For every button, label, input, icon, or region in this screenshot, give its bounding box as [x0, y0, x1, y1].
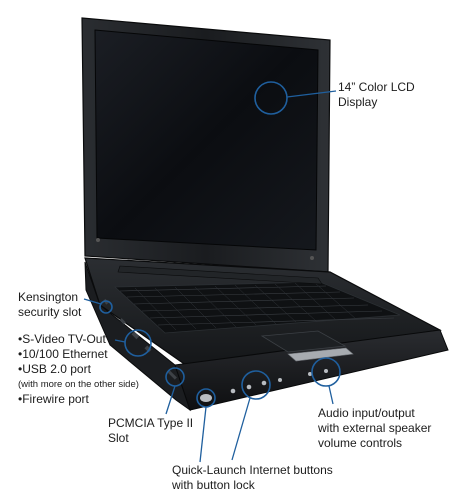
display-label: 14” Color LCD Display: [338, 80, 415, 109]
callout-circle-icon: [124, 329, 152, 357]
pcmcia-label: PCMCIA Type II Slot: [108, 416, 194, 445]
callout-line-icon: [114, 339, 126, 343]
callout-line-icon: [286, 90, 337, 98]
keyboard-keys: [119, 285, 395, 326]
callout-circle-icon: [254, 81, 288, 115]
keyboard-key-columns: [134, 282, 357, 331]
touchpad: [260, 330, 347, 353]
laptop-lid: [81, 17, 331, 273]
touchpad-buttons: [287, 347, 354, 362]
callout-line-icon: [165, 385, 176, 415]
callout-line-icon: [83, 298, 102, 305]
lcd-screen: [94, 29, 319, 251]
hinge-strip: [117, 265, 323, 285]
callout-line-icon: [328, 385, 334, 405]
callout-lines: [83, 90, 337, 463]
front-buttons: [200, 369, 328, 402]
callout-circle-icon: [241, 370, 271, 400]
callout-line-icon: [199, 406, 207, 463]
callout-line-icon: [231, 397, 251, 461]
callout-circle-icon: [99, 300, 113, 314]
quicklaunch-label: Quick-Launch Internet buttons with butto…: [172, 463, 333, 492]
audio-label: Audio input/output with external speaker…: [318, 406, 432, 450]
kensington-label: Kensington security slot: [18, 290, 82, 319]
callout-circle-icon: [311, 357, 341, 387]
ports-label: •S-Video TV-Out •10/100 Ethernet •USB 2.…: [18, 332, 139, 406]
